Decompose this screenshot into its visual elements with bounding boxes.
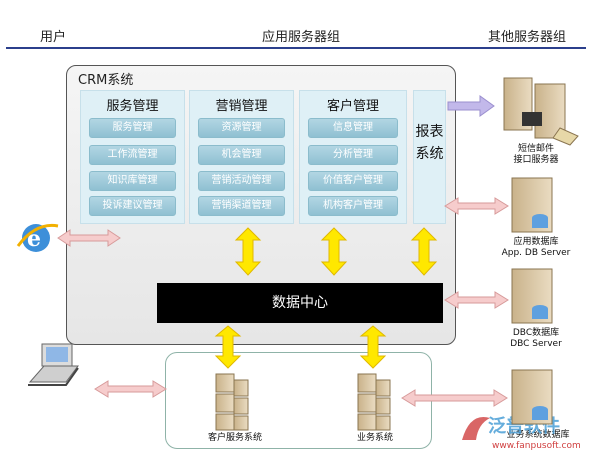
customer-service-label: 客户服务系统 [207,433,262,443]
arrow-lavender [447,95,495,117]
appdb-label-line2: App. DB Server [501,248,571,258]
panel-marketing: 营销管理 资源管理 机会管理 营销活动管理 营销渠道管理 [189,90,294,224]
panel-report: 报表系统 [413,90,446,224]
header-other-servers: 其他服务器组 [488,30,567,45]
header-app-servers: 应用服务器组 [262,30,341,45]
module-item: 服务管理 [89,118,176,138]
sms-server-label: 短信邮件 接口服务器 [496,144,576,166]
browser-icon: e [16,223,59,252]
data-center: 数据中心 [157,283,443,323]
panel-title: 营销管理 [215,99,268,114]
header-users: 用户 [40,30,67,45]
double-arrow-pink [57,197,509,407]
crm-title: CRM系统 [78,73,134,88]
double-arrow-yellow [214,227,438,369]
module-item: 营销渠道管理 [198,196,285,216]
database-server-icon [511,268,553,324]
database-server-icon [511,177,553,233]
dbc-label: DBC数据库 DBC Server [492,328,580,350]
sms-server-icon [503,77,579,146]
watermark-logo-icon [462,416,490,440]
panel-title: 服务管理 [106,99,159,114]
appdb-label: 应用数据库 App. DB Server [492,237,580,259]
panel-customer: 客户管理 信息管理 分析管理 价值客户管理 机构客户管理 [299,90,407,224]
server-stack-icon [357,373,391,431]
header-rule [6,47,586,49]
sms-server-label-line1: 短信邮件 [517,144,554,154]
panel-title: 客户管理 [326,99,379,114]
module-item: 机构客户管理 [308,196,398,216]
module-item: 价值客户管理 [308,171,398,191]
module-item: 工作流管理 [89,145,176,165]
business-system-label: 业务系统 [356,433,393,443]
laptop-icon [28,343,79,386]
sms-server-label-line2: 接口服务器 [513,155,559,165]
appdb-label-line1: 应用数据库 [513,237,559,247]
biz-db-label: 业务系统数据库 [506,430,570,440]
module-item: 机会管理 [198,145,285,165]
panel-service: 服务管理 服务管理 工作流管理 知识库管理 投诉建议管理 [80,90,185,224]
watermark-url: www.fanpusoft.com [492,441,581,451]
module-item: 资源管理 [198,118,285,138]
dbc-label-line1: DBC数据库 [512,328,560,338]
server-stack-icon [215,373,249,431]
report-system-label: 报表系统 [415,124,444,162]
database-server-icon [511,369,553,425]
module-item: 分析管理 [308,145,398,165]
module-item: 信息管理 [308,118,398,138]
module-item: 知识库管理 [89,171,176,191]
module-item: 营销活动管理 [198,171,285,191]
dbc-label-line2: DBC Server [510,339,562,349]
module-item: 投诉建议管理 [89,196,176,216]
